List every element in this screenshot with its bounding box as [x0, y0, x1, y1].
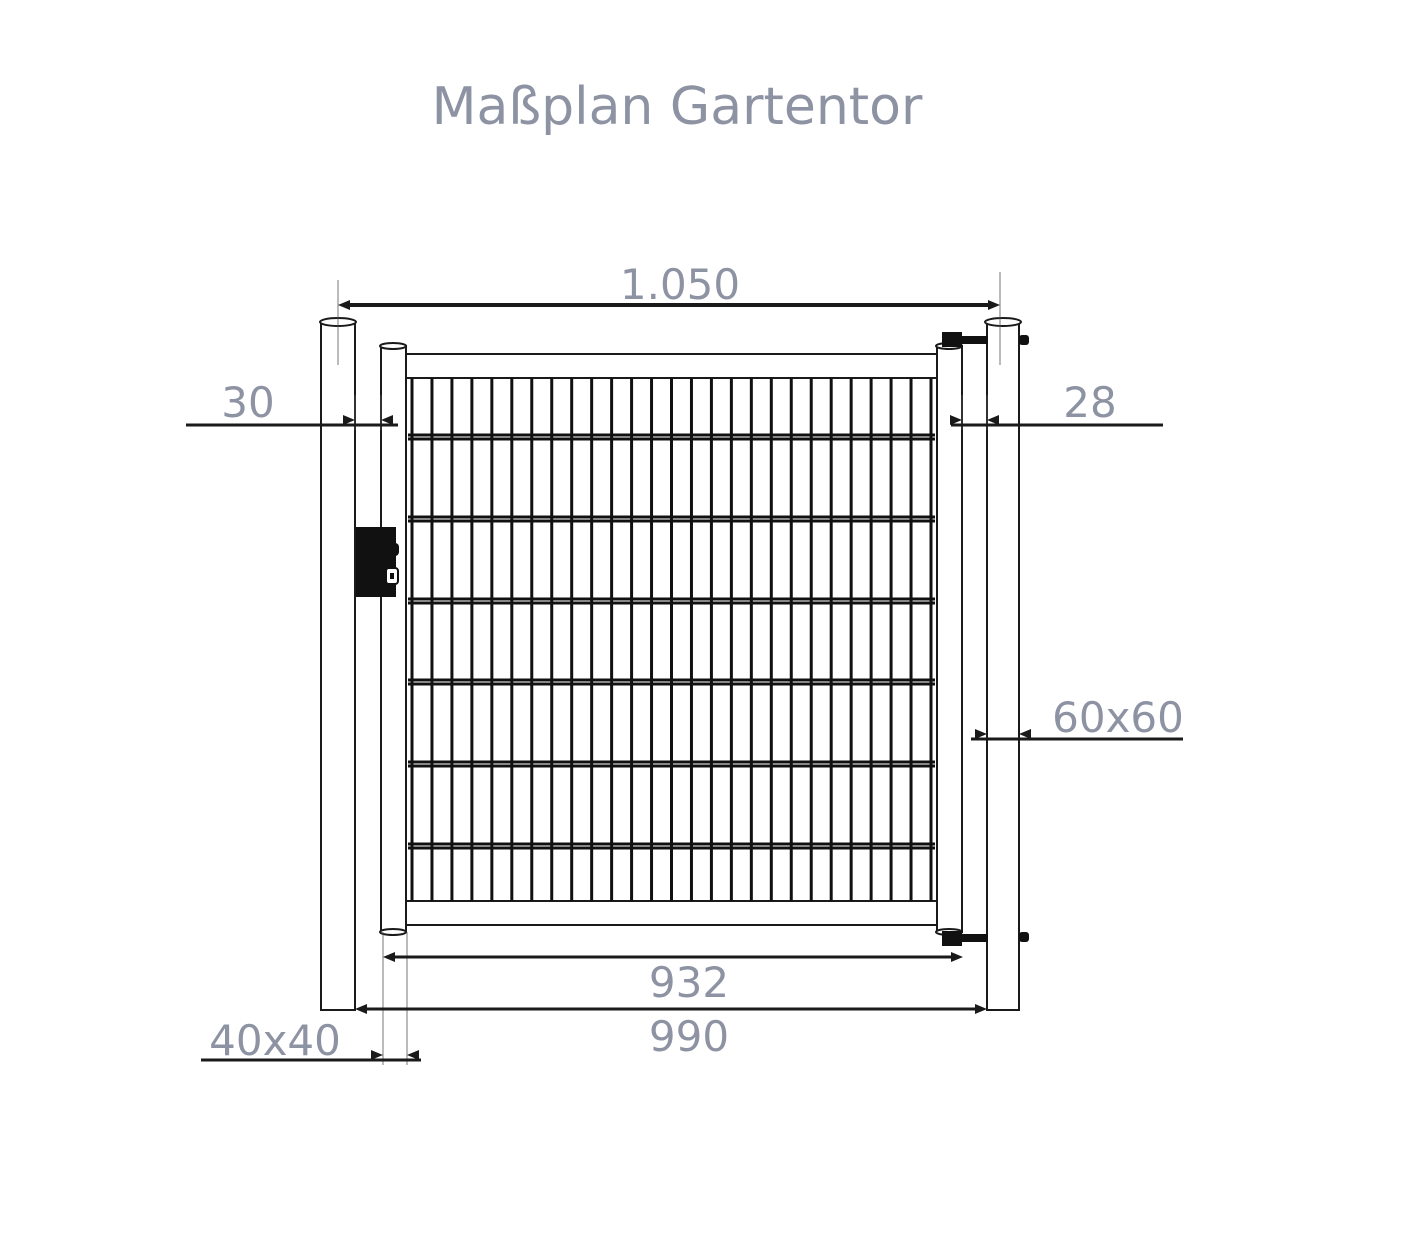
drawing-title: Maßplan Gartentor [432, 77, 923, 137]
dimension-gate-width: 932 [649, 958, 729, 1007]
latch-post [319, 317, 357, 1011]
dimension-latch-post: 40x40 [209, 1016, 341, 1065]
hinge-top [942, 332, 1029, 347]
dimension-lines [186, 300, 1183, 1062]
dimension-clear-opening: 990 [649, 1012, 729, 1061]
lock-box [356, 527, 399, 597]
extension-lines [337, 272, 1001, 1065]
dimension-gap-right: 28 [1063, 378, 1116, 427]
gate-frame [379, 342, 963, 936]
hinge-bottom [942, 931, 1029, 946]
hinge-post [984, 317, 1022, 1011]
dimension-overall-width: 1.050 [620, 260, 740, 309]
dimension-gap-left: 30 [221, 378, 274, 427]
gate-mesh [408, 378, 935, 901]
dimension-hinge-post: 60x60 [1052, 693, 1184, 742]
